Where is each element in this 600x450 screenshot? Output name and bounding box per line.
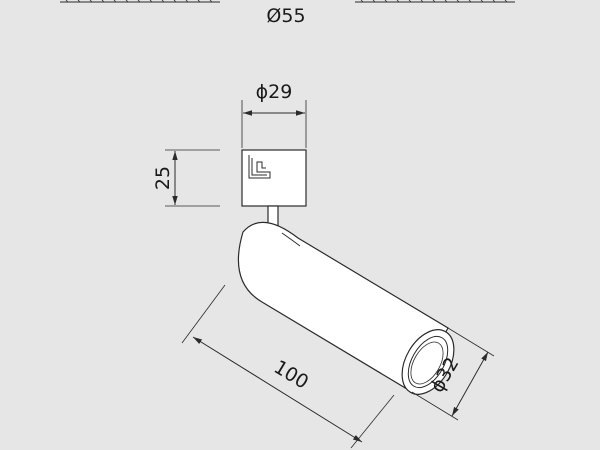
body-length-label: 100: [270, 356, 312, 394]
mount-base: [241, 149, 307, 207]
base-height-label: 25: [152, 166, 174, 190]
base-diameter-dimension: ϕ29: [241, 81, 307, 148]
top-diameter-label: Ø55: [266, 5, 305, 27]
base-diameter-label: ϕ29: [256, 81, 293, 103]
base-height-dimension: 25: [152, 149, 220, 207]
spotlight-body: [237, 221, 455, 395]
top-view-fragment: Ø55: [60, 0, 515, 27]
